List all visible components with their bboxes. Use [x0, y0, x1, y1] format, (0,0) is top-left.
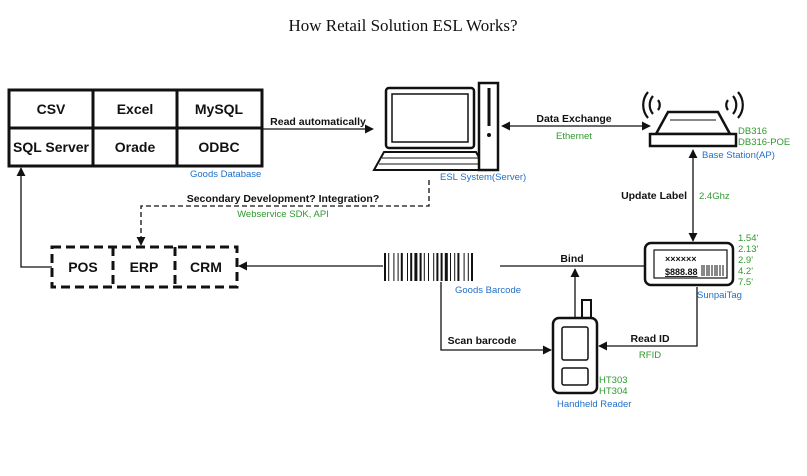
- edge-label-scan-barcode: Scan barcode: [448, 335, 517, 347]
- base-station-model-1: DB316: [738, 126, 767, 137]
- tag-size-3: 2.9': [738, 255, 753, 266]
- barcode-bar: [444, 253, 448, 281]
- edge-label-read-automatically: Read automatically: [270, 116, 366, 128]
- tag-size-1: 1.54': [738, 233, 758, 244]
- tag-size-2: 2.13': [738, 244, 758, 255]
- sunpai-tag-label: SunpaiTag: [697, 290, 742, 301]
- db-cell-orade: Orade: [115, 139, 156, 155]
- base-station-label: Base Station(AP): [702, 150, 775, 161]
- barcode-bar: [467, 253, 469, 281]
- tag-size-4: 4.2': [738, 266, 753, 277]
- barcode-bar: [436, 253, 439, 281]
- handheld-reader-label: Handheld Reader: [557, 399, 631, 410]
- edge-label-update-label: Update Label: [621, 190, 687, 202]
- goods-barcode-label: Goods Barcode: [455, 285, 521, 296]
- db-cell-excel: Excel: [117, 101, 154, 117]
- edge-group-to-database: [16, 167, 52, 268]
- esl-tag-icon: [643, 241, 735, 287]
- barcode-bar: [423, 253, 425, 281]
- pos-erp-crm-group: POS ERP CRM: [50, 245, 239, 289]
- edge-label-rfid: RFID: [639, 350, 661, 361]
- edge-scan-barcode: [440, 282, 552, 355]
- barcode-bar: [400, 253, 403, 281]
- edge-label-webservice: Webservice SDK, API: [237, 209, 329, 220]
- barcode-bar: [419, 253, 422, 281]
- barcode-bar: [397, 253, 399, 281]
- barcode-bar: [407, 253, 408, 281]
- reader-model-1: HT303: [599, 375, 628, 386]
- db-cell-mysql: MySQL: [195, 101, 244, 117]
- edge-label-data-exchange: Data Exchange: [536, 113, 611, 125]
- goods-database-label: Goods Database: [190, 169, 261, 180]
- barcode-bar: [384, 253, 386, 281]
- barcode-bar: [393, 253, 395, 281]
- base-station-icon: [648, 110, 738, 148]
- esl-system-label: ESL System(Server): [440, 172, 526, 183]
- reader-model-2: HT304: [599, 386, 628, 397]
- barcode-bar: [433, 253, 435, 281]
- barcode-bar: [463, 253, 465, 281]
- tag-mini-barcode: [701, 265, 724, 276]
- handheld-reader-icon: [551, 299, 599, 395]
- edge-label-ethernet: Ethernet: [556, 131, 592, 142]
- group-cell-crm: CRM: [190, 259, 222, 275]
- barcode-bar: [457, 253, 460, 281]
- edge-label-2-4ghz: 2.4Ghz: [699, 191, 730, 202]
- page-title: How Retail Solution ESL Works?: [288, 16, 517, 35]
- wifi-left-icon: [642, 91, 661, 119]
- barcode-bar: [410, 253, 413, 281]
- barcode-bar: [450, 253, 451, 281]
- computer-icon: [372, 81, 500, 172]
- edge-label-read-id: Read ID: [630, 333, 670, 345]
- db-cell-odbc: ODBC: [198, 139, 239, 155]
- tag-price: $888.88: [665, 267, 698, 277]
- db-cell-sql-server: SQL Server: [13, 139, 90, 155]
- barcode-bar: [440, 253, 443, 281]
- barcode-bar: [388, 253, 390, 281]
- goods-barcode-icon: [384, 253, 473, 281]
- base-station-model-2: DB316-POE: [738, 137, 790, 148]
- barcode-bar: [454, 253, 456, 281]
- db-cell-csv: CSV: [37, 101, 66, 117]
- barcode-bar: [414, 253, 418, 281]
- tag-marks: ××××××: [665, 254, 697, 264]
- goods-database-grid: CSV Excel MySQL SQL Server Orade ODBC: [7, 88, 264, 168]
- group-cell-pos: POS: [68, 259, 98, 275]
- edge-label-bind: Bind: [560, 253, 583, 265]
- wifi-right-icon: [725, 91, 744, 119]
- barcode-bar: [428, 253, 429, 281]
- tag-size-5: 7.5': [738, 277, 753, 288]
- barcode-bar: [471, 253, 473, 281]
- edge-label-secondary-development: Secondary Development? Integration?: [187, 193, 380, 205]
- edge-read-id: [598, 287, 698, 351]
- group-cell-erp: ERP: [130, 259, 159, 275]
- edge-secondary-development: [136, 180, 430, 246]
